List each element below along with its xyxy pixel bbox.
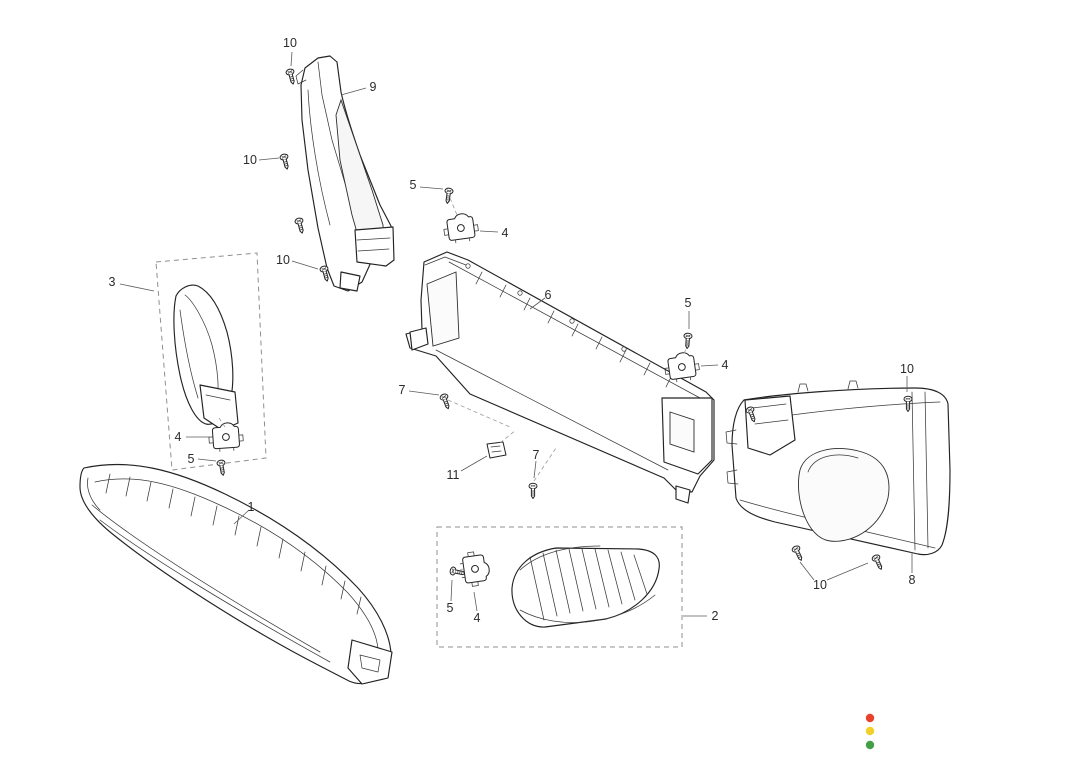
callout-2: 2 [711, 608, 719, 623]
leader-lines [119, 51, 913, 617]
screw-icon [870, 553, 886, 572]
actuator-icon [441, 211, 481, 245]
callout-5: 5 [684, 295, 692, 310]
callout-9: 9 [369, 79, 377, 94]
callout-6: 6 [544, 287, 552, 302]
status-dot-green [865, 740, 875, 750]
callout-5: 5 [187, 451, 195, 466]
screw-icon [528, 482, 538, 499]
callout-10: 10 [243, 152, 257, 167]
callout-4: 4 [473, 610, 481, 625]
callout-1: 1 [247, 499, 255, 514]
callout-10: 10 [900, 361, 914, 376]
status-dots [865, 713, 875, 750]
part-8-right-air-duct [725, 380, 951, 556]
callout-7: 7 [532, 447, 540, 462]
screw-icon [293, 216, 307, 235]
callout-4: 4 [721, 357, 729, 372]
callout-4: 4 [501, 225, 509, 240]
screw-icon [682, 332, 693, 350]
callout-10: 10 [283, 35, 297, 50]
callout-5: 5 [409, 177, 417, 192]
alignment-lines [218, 197, 689, 571]
actuator-icon [458, 549, 492, 589]
part-11-clip [486, 441, 507, 459]
screw-icon [216, 459, 228, 477]
status-dot-red [865, 713, 875, 723]
screw-icon [790, 544, 806, 563]
part-9-upper-air-duct [295, 55, 395, 292]
part-2-grille-insert-group [436, 526, 683, 648]
callout-5: 5 [446, 600, 454, 615]
callout-10: 10 [813, 577, 827, 592]
callout-7: 7 [398, 382, 406, 397]
part-1-lower-grille [79, 463, 393, 685]
callout-3: 3 [108, 274, 116, 289]
screw-icon [278, 152, 292, 171]
status-dot-yellow [865, 726, 875, 736]
callout-4: 4 [174, 429, 182, 444]
actuator-icon [207, 421, 245, 453]
screw-icon [438, 392, 453, 411]
part-6-center-air-duct [405, 251, 715, 504]
screw-icon [284, 67, 298, 86]
part-3-deflector-group [155, 252, 267, 471]
callout-11: 11 [446, 467, 460, 482]
callout-10: 10 [276, 252, 290, 267]
callout-8: 8 [908, 572, 916, 587]
